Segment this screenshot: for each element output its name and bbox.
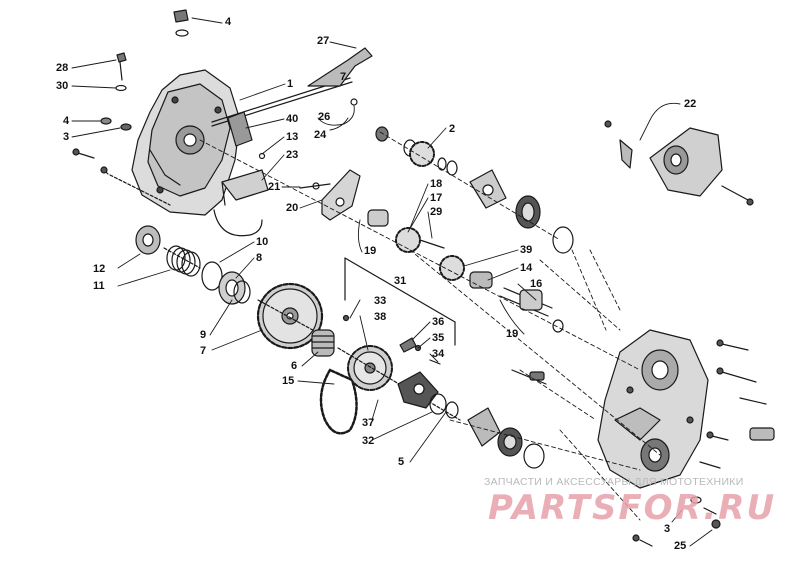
callout-label: 4	[63, 115, 70, 127]
callout-label: 29	[430, 206, 443, 218]
callout-label: 19	[506, 328, 519, 340]
watermark-tagline: ЗАПЧАСТИ И АКСЕССУАРЫ ДЛЯ МОТОТЕХНИКИ	[484, 476, 744, 488]
callout-label: 28	[56, 62, 69, 74]
callout-leader-lines	[71, 17, 713, 547]
callout-label: 27	[317, 35, 330, 47]
callout-label: 9	[200, 329, 207, 341]
shaft-16-part	[499, 287, 564, 333]
callout-label: 26	[318, 111, 331, 123]
callout-label: 38	[374, 311, 387, 323]
callout-label: 34	[432, 348, 445, 360]
assembly-axis-lines	[199, 131, 661, 521]
watermark: ЗАПЧАСТИ И АКСЕССУАРЫ ДЛЯ МОТОТЕХНИКИ PA…	[484, 474, 794, 546]
drive-chain-part	[319, 368, 358, 435]
callout-label: 25	[674, 540, 687, 552]
bracket-20-part	[299, 169, 361, 221]
callout-label: 22	[684, 98, 697, 110]
callout-label: 39	[520, 244, 533, 256]
callout-label: 2	[449, 123, 456, 135]
callout-label: 37	[362, 417, 375, 429]
callout-label: 12	[93, 263, 106, 275]
callout-label: 14	[520, 262, 533, 274]
callout-label: 24	[314, 129, 327, 141]
callout-label: 6	[291, 360, 298, 372]
watermark-logo: PARTSFOR.RU	[488, 488, 777, 528]
callout-label: 7	[340, 71, 347, 83]
bearing-parts-lower	[467, 407, 545, 469]
callout-label: 11	[93, 280, 105, 292]
small-hardware-parts	[342, 314, 441, 365]
callout-label: 36	[432, 316, 445, 328]
clutch-stack	[135, 225, 251, 305]
callout-label: 35	[432, 332, 445, 344]
group-bracket-31	[344, 257, 456, 346]
large-sprocket-part	[256, 282, 324, 350]
callout-label: 23	[286, 149, 299, 161]
callout-label: 4	[225, 16, 232, 28]
callout-label: 7	[200, 345, 207, 357]
callout-label: 16	[530, 278, 543, 290]
callout-label: 10	[256, 236, 269, 248]
gear-39-part	[439, 255, 493, 289]
sprocket-assembly	[337, 345, 461, 421]
callout-label: 33	[374, 295, 387, 307]
gear-2-part	[375, 126, 458, 176]
gearcase-housing-part	[597, 329, 709, 489]
lower-bolts	[72, 148, 171, 206]
callout-label: 3	[664, 523, 671, 535]
callout-label: 1	[287, 78, 294, 90]
callout-label: 20	[286, 202, 299, 214]
callout-label: 40	[286, 113, 299, 125]
callout-label: 21	[268, 181, 281, 193]
chaincase-cover-part	[131, 69, 241, 216]
callout-label: 13	[286, 131, 299, 143]
callout-label: 17	[430, 192, 443, 204]
callout-label: 19	[364, 245, 377, 257]
callout-label: 8	[256, 252, 263, 264]
bracket-part	[213, 169, 269, 237]
right-bolts	[511, 339, 775, 469]
callout-label: 32	[362, 435, 375, 447]
drive-gear-part	[311, 329, 335, 357]
callout-label: 5	[398, 456, 405, 468]
callout-label: 30	[56, 80, 69, 92]
bearing-plate-part	[469, 169, 574, 254]
bearing-housing-part	[604, 120, 754, 206]
callout-label: 31	[394, 275, 407, 287]
callout-label: 15	[282, 375, 295, 387]
cap-and-bolt-parts	[100, 9, 189, 131]
callout-label: 18	[430, 178, 443, 190]
bolt-25-part	[632, 496, 721, 547]
callout-label: 3	[63, 131, 70, 143]
